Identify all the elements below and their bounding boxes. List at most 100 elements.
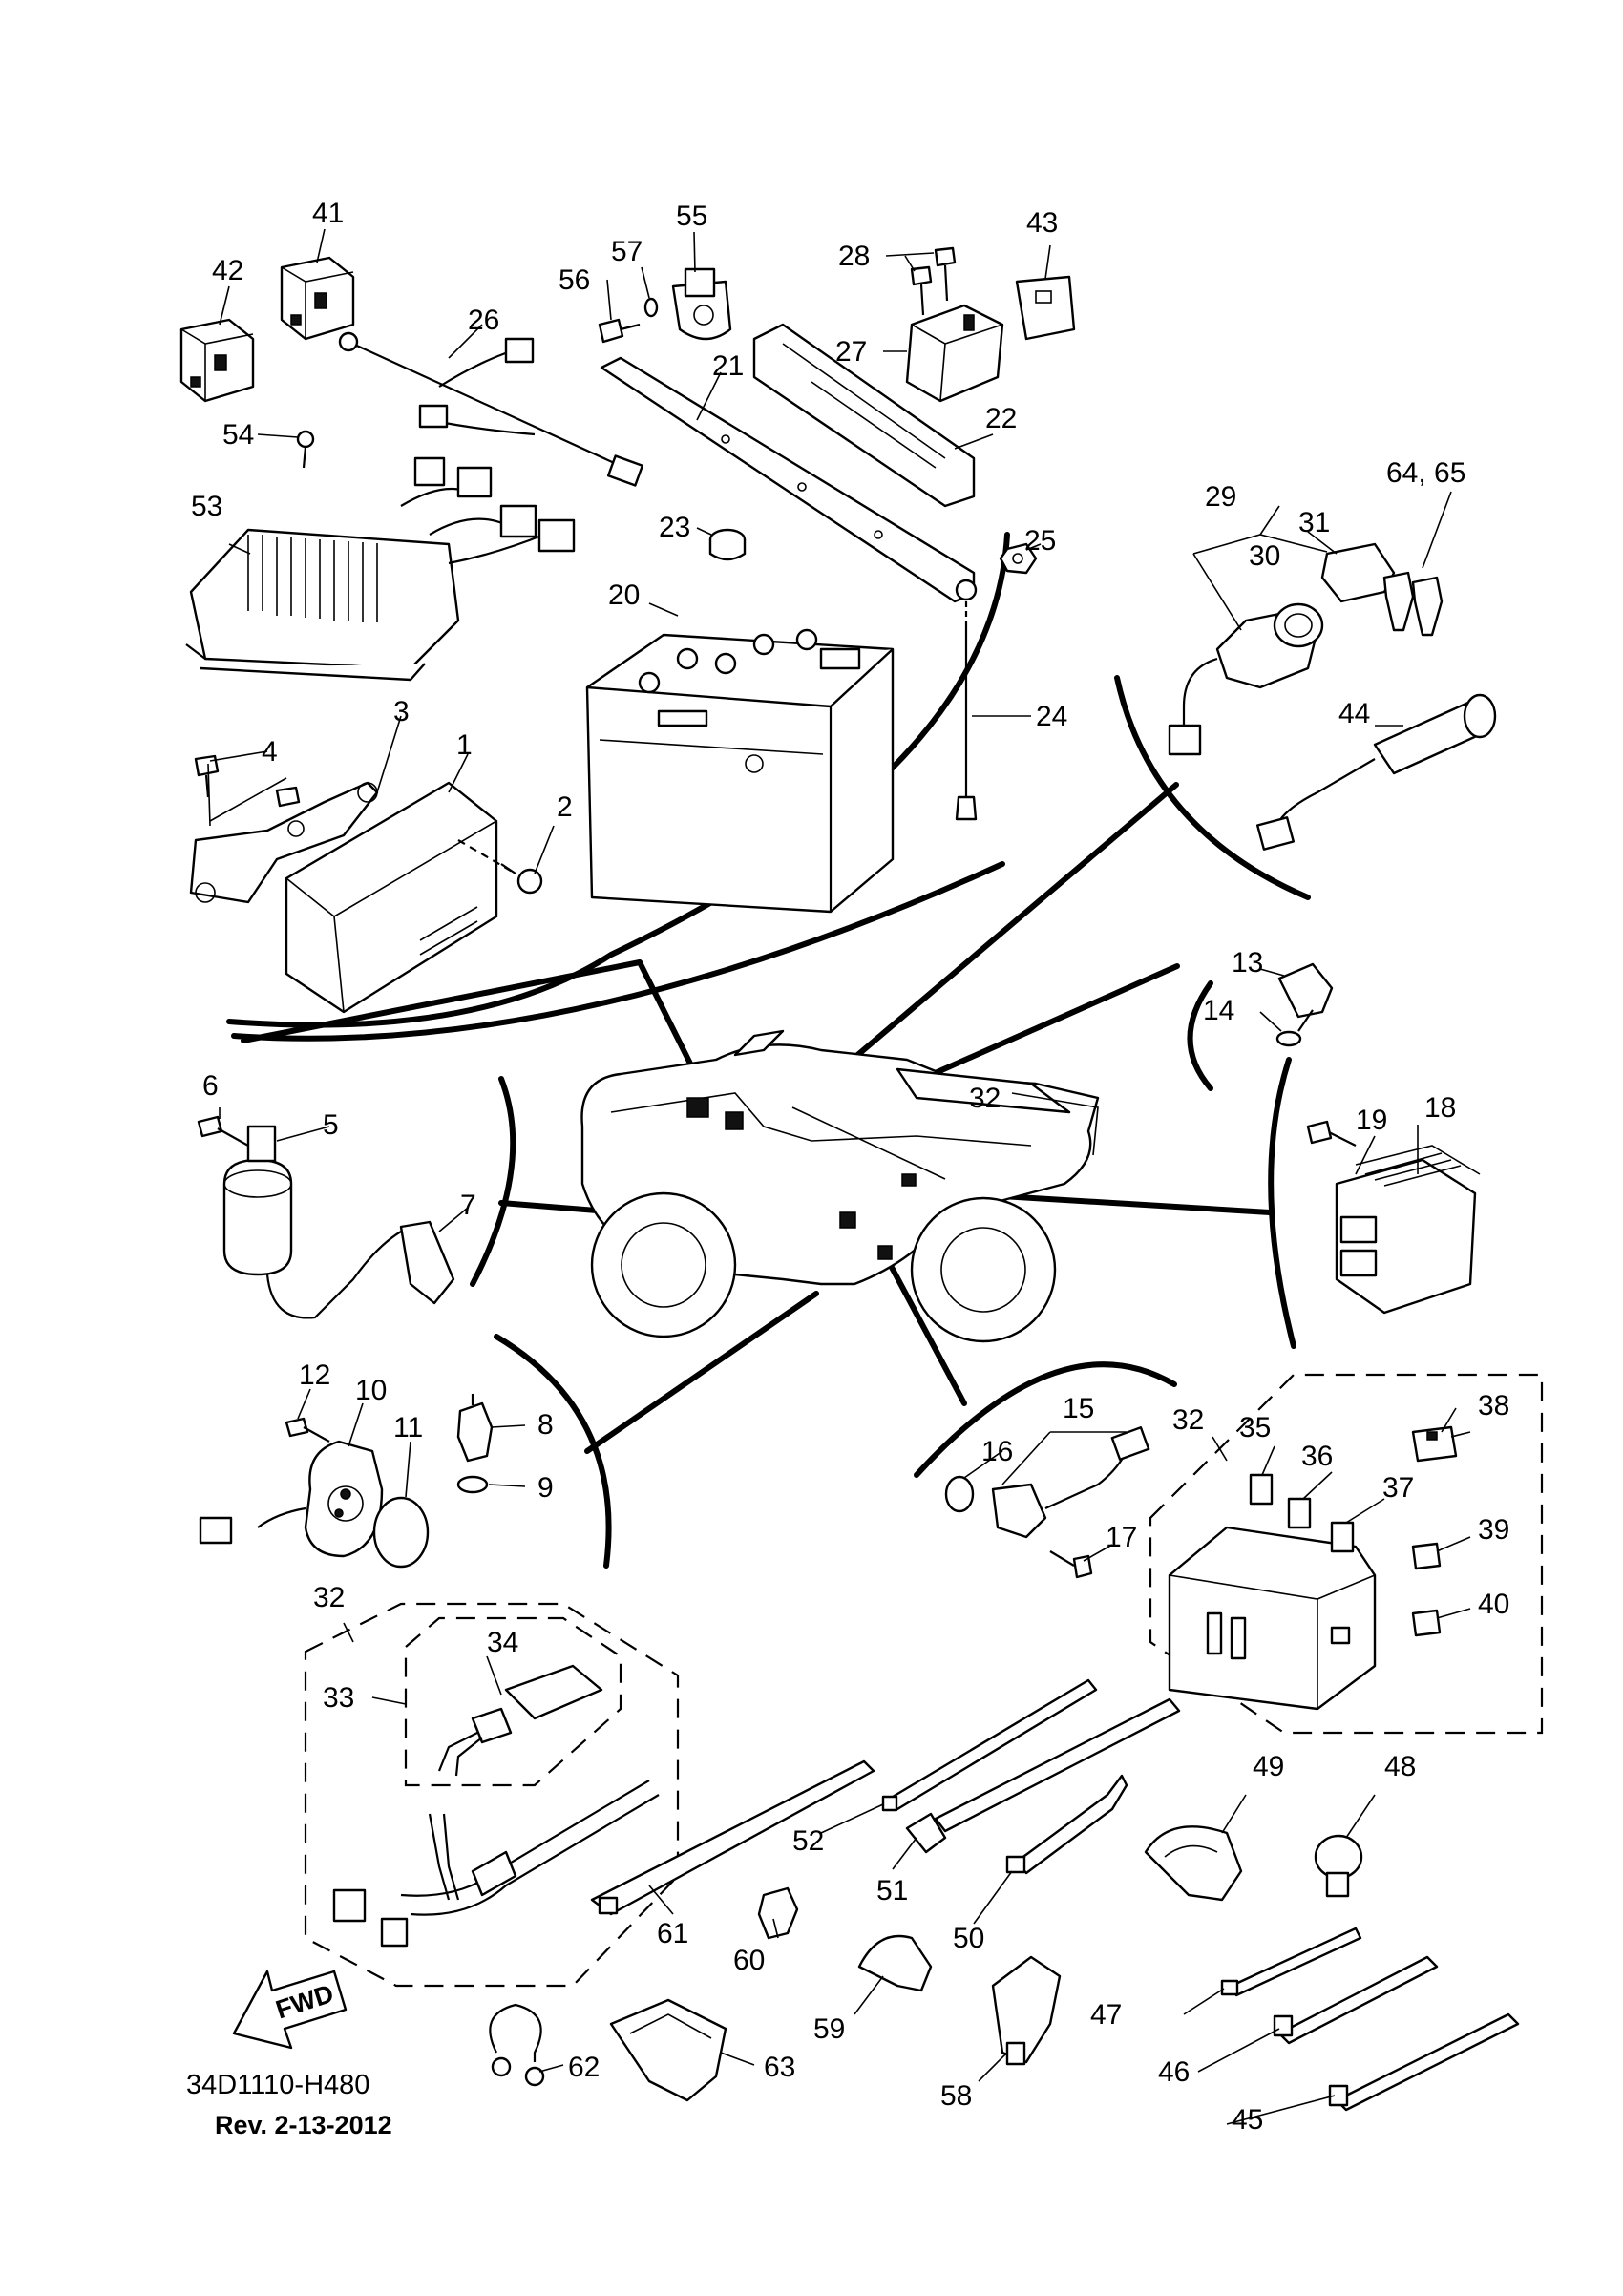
- speed-sensor-curve: [914, 1361, 1177, 1478]
- label-38: 38: [1478, 1390, 1509, 1422]
- diagram-code: 34D1110-H480: [186, 2070, 369, 2100]
- label-41: 41: [312, 198, 344, 229]
- label-26: 26: [468, 305, 499, 336]
- label-32-fuse: 32: [1172, 1404, 1204, 1436]
- label-22: 22: [985, 403, 1017, 434]
- part-18-rectifier-regulator: [1335, 1145, 1481, 1315]
- part-55-sensor: [671, 267, 732, 341]
- part-38-fuse-cap: [1411, 1425, 1458, 1463]
- fwd-arrow-badge: FWD: [232, 1970, 348, 2050]
- part-50-band: [1005, 1774, 1128, 1875]
- part-27-starter-relay: [905, 304, 1004, 403]
- ignition-group-curve: [1114, 675, 1311, 900]
- part-32-harness-group: [304, 1602, 680, 1988]
- part-64-65-keys: [1382, 571, 1444, 637]
- part-15-speed-sensor: [991, 1426, 1150, 1539]
- part-6-bolt: [197, 1115, 249, 1147]
- diagram-footer: 34D1110-H480 Rev. 2-13-2012: [186, 2070, 392, 2139]
- label-48: 48: [1384, 1751, 1416, 1782]
- label-64-65: 64, 65: [1386, 457, 1465, 489]
- part-8-switch: [456, 1394, 494, 1463]
- label-51: 51: [876, 1875, 908, 1906]
- part-9-washer: [456, 1475, 489, 1494]
- label-25: 25: [1024, 525, 1056, 557]
- label-53: 53: [191, 491, 222, 522]
- part-59-clamp: [857, 1934, 933, 1992]
- label-32-harness: 32: [313, 1582, 345, 1613]
- part-19-bolt: [1306, 1120, 1357, 1147]
- part-49-clip: [1144, 1825, 1243, 1902]
- top-left-group-arc: [226, 532, 1010, 1028]
- atv-front-rim: [621, 1222, 706, 1308]
- part-42-relay: [179, 318, 255, 403]
- part-14-gasket: [1275, 1030, 1302, 1047]
- atv-seat: [896, 1067, 1071, 1114]
- label-62: 62: [568, 2052, 600, 2083]
- part-41-relay: [280, 256, 355, 341]
- label-57: 57: [611, 236, 643, 267]
- leader-speed: [885, 1257, 967, 1406]
- part-25-nut: [999, 542, 1038, 575]
- part-4-bolt: [194, 754, 301, 808]
- part-20-battery: [585, 628, 895, 914]
- label-31: 31: [1298, 507, 1330, 538]
- label-56: 56: [559, 264, 590, 296]
- atv-vehicle: [580, 1029, 1100, 1343]
- label-19: 19: [1356, 1105, 1387, 1136]
- label-9: 9: [537, 1472, 554, 1504]
- part-44-dc-jack: [1255, 693, 1497, 851]
- part-3-bracket: [189, 781, 379, 904]
- part-26-battery-cable: [338, 331, 644, 487]
- group-boundaries: [226, 532, 1311, 1569]
- label-33: 33: [323, 1682, 354, 1714]
- label-7: 7: [460, 1190, 476, 1221]
- atv-handlebar: [733, 1029, 785, 1057]
- label-17: 17: [1106, 1522, 1137, 1553]
- label-30: 30: [1249, 540, 1280, 572]
- part-21-battery-band: [600, 356, 978, 603]
- part-63-clamp: [609, 1998, 727, 2102]
- label-35: 35: [1239, 1412, 1271, 1443]
- label-29: 29: [1205, 481, 1236, 513]
- diagram-revision: Rev. 2-13-2012: [215, 2111, 392, 2139]
- label-6: 6: [202, 1070, 219, 1102]
- label-58: 58: [940, 2080, 972, 2112]
- callout-leaders: [207, 228, 1471, 2125]
- label-5: 5: [323, 1109, 339, 1141]
- part-45-band: [1328, 2012, 1520, 2112]
- part-37-fuse: [1330, 1521, 1355, 1553]
- temp-sensor-bracket: [1187, 980, 1213, 1091]
- label-44: 44: [1338, 698, 1370, 729]
- part-11-o-ring: [372, 1496, 430, 1569]
- label-20: 20: [608, 579, 640, 611]
- label-39: 39: [1478, 1514, 1509, 1546]
- part-36-fuse: [1287, 1497, 1312, 1529]
- label-14: 14: [1203, 995, 1234, 1026]
- label-28: 28: [838, 241, 870, 272]
- label-43: 43: [1026, 207, 1058, 239]
- part-39-fuse: [1411, 1542, 1442, 1570]
- atv-mark-e: [901, 1173, 917, 1187]
- part-61-cable-tie: [590, 1759, 875, 1916]
- part-17-bolt: [1049, 1550, 1093, 1579]
- part-22-battery-cover: [752, 323, 976, 508]
- top-group-curve: [231, 861, 1005, 1042]
- part-53-control-box: [185, 456, 576, 682]
- part-57-washer: [643, 297, 659, 318]
- label-24: 24: [1036, 701, 1067, 732]
- label-47: 47: [1090, 1999, 1122, 2031]
- part-51-band: [905, 1697, 1181, 1854]
- label-1: 1: [456, 729, 473, 761]
- part-13-temp-sensor: [1277, 962, 1334, 1032]
- part-31-key-cap: [1320, 542, 1396, 603]
- label-36: 36: [1301, 1441, 1333, 1472]
- label-49: 49: [1253, 1751, 1284, 1782]
- part-5-ignition-coil: [222, 1125, 293, 1276]
- label-50: 50: [953, 1923, 984, 1954]
- part-35-fuse: [1249, 1473, 1274, 1506]
- label-59: 59: [813, 2013, 845, 2045]
- part-30-main-switch: [1168, 602, 1324, 756]
- label-11: 11: [393, 1412, 423, 1443]
- part-24-rod: [955, 601, 978, 821]
- label-40: 40: [1478, 1589, 1509, 1620]
